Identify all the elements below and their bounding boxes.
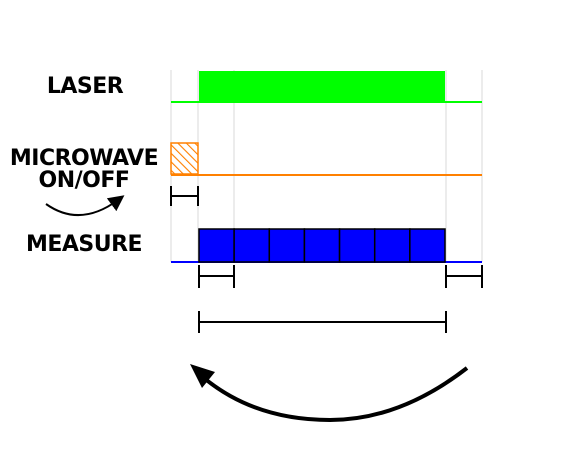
laser-channel: [171, 71, 482, 103]
measure-block: [409, 228, 446, 263]
measure-block: [198, 228, 235, 263]
measure-block: [268, 228, 306, 263]
interval-brackets: [170, 186, 483, 333]
measure-block: [303, 228, 341, 263]
measure-block: [373, 228, 411, 263]
laser-label: LASER: [46, 74, 124, 99]
repeat-arrow-icon: [190, 364, 469, 423]
microwave-duration-bracket: [170, 186, 199, 206]
microwave-channel: [170, 142, 482, 176]
measure-channel: [171, 228, 482, 263]
microwave-pulse: [170, 142, 199, 175]
microwave-label-line2: ON/OFF: [38, 168, 130, 193]
measure-blocks: [198, 228, 446, 263]
laser-duration-bracket: [198, 311, 447, 333]
microwave-label-line1: MICROWAVE: [9, 146, 159, 171]
laser-pulse: [199, 71, 445, 103]
wait-bracket: [445, 265, 483, 288]
measure-label: MEASURE: [25, 232, 143, 257]
measure-block: [233, 228, 271, 263]
microwave-curved-arrow-icon: [45, 195, 125, 216]
microwave-label: MICROWAVE ON/OFF: [4, 148, 164, 192]
measure-block: [338, 228, 376, 263]
measure-block-bracket: [198, 265, 235, 288]
